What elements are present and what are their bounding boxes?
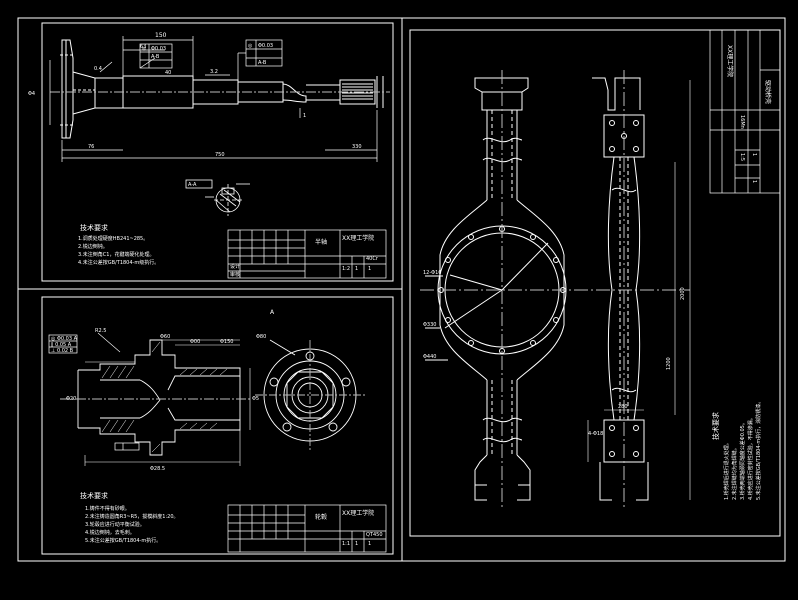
sheet2-material: QT450 (366, 532, 383, 538)
sheet2-tol-3: ⊥ 0.02 B (51, 348, 74, 354)
sheet1-note-3: 3.未注倒角C1，花键端硬化处理。 (78, 251, 154, 258)
sheet2-tol-2: ∥ 0.05 A (51, 342, 72, 348)
sheet-2-frame (41, 296, 394, 555)
sheet2-title-block (227, 504, 387, 553)
sheet2-tolerance-frames (48, 334, 78, 354)
tol1-value: Φ0.03 (151, 46, 166, 52)
sheet3-sheet: 1 (751, 180, 757, 183)
sheet3-note-3: 3.桥壳两端轴颈同轴度公差Φ0.05。 (739, 420, 746, 500)
dim-top-b: 63 (140, 44, 146, 50)
spline-hatching (342, 83, 373, 100)
sheet1-note-2: 2.锐边倒钝。 (78, 243, 108, 250)
dim-mid-b: 3.2 (210, 69, 218, 75)
hub-dim-top-3: Φ00 (190, 339, 200, 345)
sheet2-notes-title: 技术要求 (80, 491, 108, 500)
sheet1-notes-title: 技术要求 (80, 223, 108, 232)
housing-len-inner: 1200 (666, 357, 672, 370)
sheet1-qty: 1 (355, 266, 358, 272)
housing-side-view (587, 70, 691, 510)
sheet1-note-4: 4.未注公差按GB/T1804-m级执行。 (78, 259, 159, 266)
housing-pad: 280 (618, 404, 628, 410)
hub-hatching (101, 341, 228, 453)
dim-small-1: 0.4 (94, 66, 102, 72)
hub-dim-len-total: Φ28.5 (150, 466, 165, 472)
sheet3-scale: 1:5 (739, 153, 745, 161)
hub-section (60, 339, 250, 456)
sheet1-drawn: 设计 (230, 263, 240, 270)
sheet3-notes-title: 技术要求 (711, 412, 720, 440)
hub-dim-dia-left: Φ20 (66, 396, 76, 402)
sheet2-school: XX理工学院 (342, 509, 374, 517)
sheet2-note-2: 2.未注铸造圆角R3~R5，拔模斜度1:20。 (85, 513, 179, 520)
sheet-1-half-shaft: 150 63 3.2 40 Φ4 76 750 330 0.4 1 ◎ Φ0.0… (28, 22, 394, 282)
sheet1-note-1: 1.调质处理硬度HB241~285。 (78, 235, 148, 242)
housing-front-view (420, 70, 690, 510)
sheet1-sheet: 1 (368, 266, 371, 272)
shaft-outline (50, 39, 390, 139)
sheet1-part-name: 半轴 (315, 238, 327, 246)
sheet2-tol-1: ◎ Φ0.03 A (51, 336, 78, 342)
sheet3-qty: 1 (751, 153, 757, 156)
dim-top-a: 150 (155, 32, 167, 39)
dim-len-total: 750 (215, 152, 225, 158)
tol1-symbol: ◎ (142, 46, 147, 52)
hub-view-label: A (270, 309, 275, 316)
dim-len-end: 330 (352, 144, 362, 150)
housing-len-right: 2000 (680, 287, 686, 300)
sheet2-note-5: 5.未注公差按GB/T1804-m执行。 (85, 537, 161, 544)
sheet1-title-block (227, 229, 387, 279)
hub-dim-top-2: Φ60 (160, 334, 170, 340)
sheet2-note-3: 3.轮毂应进行动平衡试验。 (85, 521, 145, 528)
sheet2-note-1: 1.铸件不得有砂眼。 (85, 505, 130, 512)
hub-circle-dim: Φ80 (256, 334, 266, 340)
sheet-1-frame (41, 22, 394, 282)
housing-pad-note: 4-Φ18 (588, 431, 603, 437)
sheet3-note-4: 4.桥壳应进行密封性试验，不得渗漏。 (747, 415, 754, 500)
hub-dim-top-4: Φ150 (220, 339, 233, 345)
hub-dim-top-1: R2.5 (95, 328, 106, 334)
sheet3-school: XX理工学院 (726, 45, 734, 77)
sheet1-school: XX理工学院 (342, 234, 374, 242)
sheet2-part-name: 轮毂 (315, 513, 327, 521)
sheet2-sheet: 1 (368, 541, 371, 547)
dim-mid-a: 40 (165, 70, 171, 76)
tol2-value: Φ0.03 (258, 43, 273, 49)
tol2-datum: A-B (258, 60, 267, 66)
section-view-aa: A-A (185, 179, 250, 216)
sheet-3-frame (409, 29, 781, 537)
sheet3-note-1: 1.桥壳焊后进行退火处理。 (723, 440, 730, 500)
housing-ring-label-3: Φ440 (423, 354, 436, 360)
sheet3-title-block (709, 29, 781, 194)
sheet-3-axle-housing: 12-Φ16 Φ330 Φ440 (409, 29, 781, 537)
tolerance-frame-2: ◎ Φ0.03 A-B (237, 39, 283, 80)
sheet-2-wheel-hub: ◎ Φ0.03 A ∥ 0.05 A ⊥ 0.02 B (41, 296, 394, 555)
tol2-symbol: ◎ (248, 43, 253, 49)
sheet3-note-5: 5.未注公差按GB/T1804-m执行，涂防锈漆。 (755, 399, 762, 500)
sheet1-scale: 1:2 (342, 266, 350, 272)
sheet2-note-4: 4.锐边倒钝，去毛刺。 (85, 529, 135, 536)
dim-len-a: 76 (88, 144, 94, 150)
tolerance-frame-1: ◎ Φ0.03 A-B (139, 43, 173, 69)
hub-dimensions (84, 332, 251, 466)
section-label: A-A (188, 182, 197, 188)
hub-dim-dia-mid: Φ5 (252, 396, 259, 402)
hub-end-view (255, 339, 365, 450)
sheet2-qty: 1 (355, 541, 358, 547)
housing-ring-label-2: Φ330 (423, 322, 436, 328)
shaft-dimensions (49, 36, 378, 162)
housing-ring-label-1: 12-Φ16 (423, 270, 441, 276)
tol1-datum: A-B (151, 54, 160, 60)
sheet3-material: 16Mn (739, 115, 745, 129)
dim-left-dia: Φ4 (28, 91, 35, 97)
sheet3-note-2: 2.未注焊缝均为角焊缝。 (731, 445, 738, 500)
dim-small-2: 1 (303, 113, 306, 119)
sheet2-scale: 1:1 (342, 541, 350, 547)
sheet3-part-name: 驱动桥壳 (764, 80, 772, 104)
sheet1-checked: 审核 (230, 271, 240, 278)
sheet1-material: 40Cr (366, 256, 379, 262)
hub-datum-tag (114, 442, 140, 451)
